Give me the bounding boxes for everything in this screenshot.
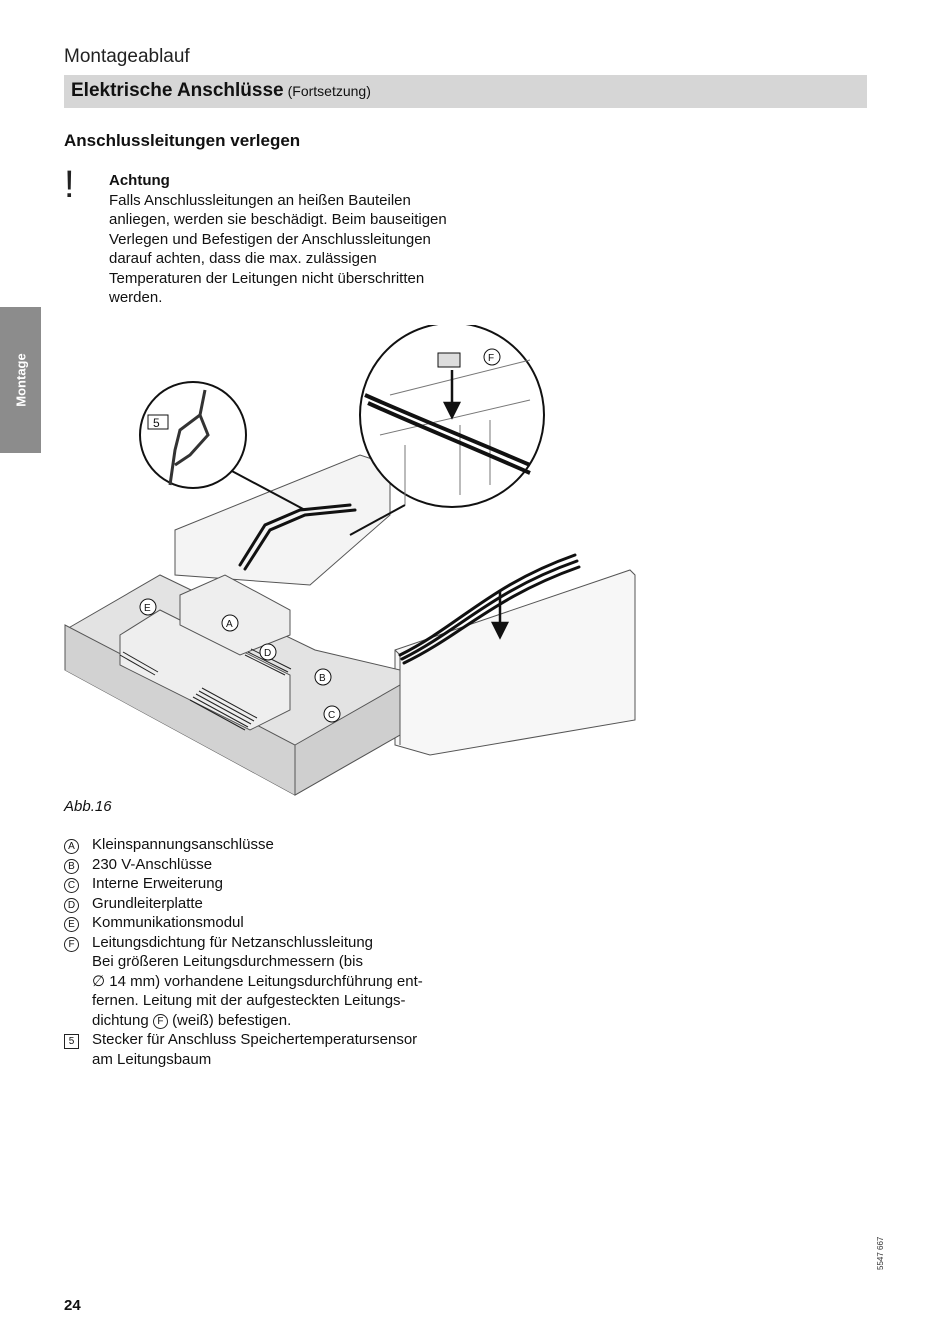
page-title-text: Elektrische Anschlüsse <box>71 80 284 101</box>
legend-item: B 230 V-Anschlüsse <box>64 855 484 875</box>
legend-key: F <box>64 936 79 952</box>
legend-note: dichtung F (weiß) befestigen. <box>92 1011 423 1031</box>
figure-caption: Abb.16 <box>64 798 112 815</box>
legend-note-text: (weiß) befestigen. <box>172 1011 292 1029</box>
legend-note: fernen. Leitung mit der aufgesteckten Le… <box>92 992 406 1009</box>
side-tab: Montage <box>0 307 41 453</box>
section-title: Montageablauf <box>64 46 190 67</box>
figure-label-5: 5 <box>153 416 160 430</box>
document-number: 5547 667 <box>876 1236 885 1270</box>
figure-label-d: D <box>264 648 271 659</box>
legend-key: C <box>64 878 79 893</box>
legend-text: Kommunikationsmodul <box>92 914 244 931</box>
legend-text: Leitungsdichtung für Netzanschlussleitun… <box>92 933 374 951</box>
page-title: Elektrische Anschlüsse(Fortsetzung) <box>71 80 371 102</box>
figure-label-c: C <box>328 710 335 721</box>
legend-key: A <box>64 839 79 854</box>
title-bar: Elektrische Anschlüsse(Fortsetzung) <box>64 75 867 108</box>
installation-figure: 5 F E A D B C <box>64 325 636 796</box>
side-tab-label: Montage <box>13 353 28 407</box>
housing-back <box>174 454 391 586</box>
legend-key: 5 <box>64 1034 79 1049</box>
legend-item: C Interne Erweiterung <box>64 874 484 894</box>
legend-item: F Leitungsdichtung für Netzanschlussleit… <box>64 933 484 1031</box>
legend-key: D <box>64 897 79 913</box>
legend-text: Kleinspannungsanschlüsse <box>92 836 274 853</box>
figure-label-a: A <box>226 619 233 630</box>
legend-key: E <box>64 917 79 932</box>
warning-heading: Achtung <box>109 172 170 189</box>
legend-item: A Kleinspannungsanschlüsse <box>64 835 484 855</box>
page-title-suffix: (Fortsetzung) <box>287 83 371 99</box>
legend-inline-key: F <box>152 1013 168 1029</box>
warning-icon: ! <box>64 164 75 206</box>
legend-note-text: dichtung <box>92 1011 149 1029</box>
subheading: Anschlussleitungen verlegen <box>64 131 301 150</box>
warning-text: Falls Anschlussleitungen an heißen Baute… <box>109 191 447 307</box>
legend-item: 5 Stecker für Anschluss Speichertemperat… <box>64 1030 484 1069</box>
figure-label-f: F <box>488 353 494 364</box>
legend: A Kleinspannungsanschlüsse B 230 V-Ansch… <box>64 835 484 1069</box>
page-number: 24 <box>64 1297 81 1314</box>
legend-item: E Kommunikationsmodul <box>64 913 484 933</box>
legend-note: ∅ 14 mm) vorhandene Leitungsdurchführung… <box>92 972 423 990</box>
legend-text: Grundleiterplatte <box>92 894 203 912</box>
figure-label-e: E <box>144 603 151 614</box>
legend-item: D Grundleiterplatte <box>64 894 484 914</box>
legend-key: B <box>64 858 79 874</box>
legend-text: 230 V-Anschlüsse <box>92 855 213 873</box>
legend-text: Interne Erweiterung <box>92 875 223 892</box>
warning-block: Achtung Falls Anschlussleitungen an heiß… <box>109 171 469 308</box>
legend-text: Stecker für Anschluss Speichertemperatur… <box>92 1031 418 1048</box>
legend-note: am Leitungsbaum <box>92 1050 212 1068</box>
figure-label-b: B <box>319 673 326 684</box>
housing-right <box>394 569 636 756</box>
legend-note: Bei größeren Leitungsdurchmessern (bis <box>92 953 363 970</box>
